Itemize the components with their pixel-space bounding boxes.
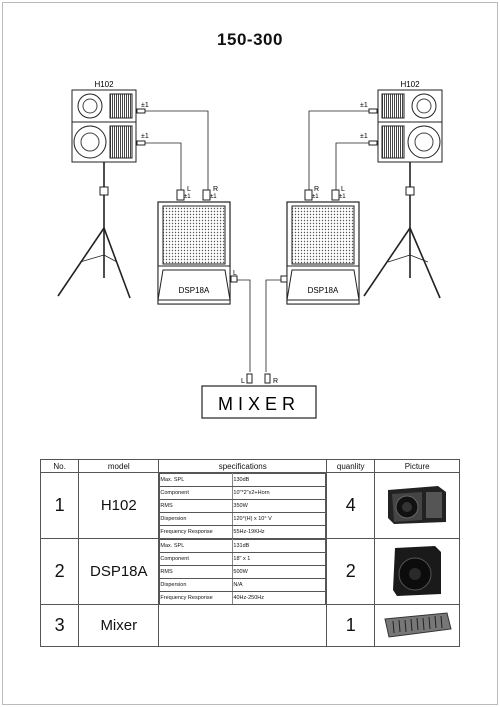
table-row: 3 Mixer 1	[39, 604, 460, 647]
right-bottom-ch-label: ±1	[360, 133, 368, 140]
left-tripod	[57, 162, 131, 299]
right-dsp-L-label: L	[341, 186, 345, 193]
row-no: 3	[39, 604, 80, 647]
row-qty: 1	[326, 604, 376, 647]
header-quantity: quanlity	[326, 459, 376, 473]
svg-text:±1: ±1	[210, 194, 217, 200]
left-h102-stack: H102	[71, 80, 137, 163]
left-dsp18a: L ±1 R ±1 DSP18A	[157, 186, 231, 305]
right-dsp-R-label: R	[314, 186, 319, 193]
row-model: Mixer	[78, 604, 160, 647]
left-dsp-L-label: L	[187, 186, 191, 193]
row-model: H102	[78, 472, 160, 539]
row-qty: 2	[326, 538, 376, 605]
mixer-box	[201, 385, 317, 419]
left-dsp-R-label: R	[213, 186, 218, 193]
wiring-diagram: H102 ±1 ±1 L ±1 R ±1 DSP18A L	[57, 80, 443, 419]
left-dsp-out-label: L	[233, 270, 237, 277]
svg-text:±1: ±1	[312, 194, 319, 200]
row-no: 1	[39, 472, 80, 539]
right-top-ch-label: ±1	[360, 102, 368, 109]
left-bottom-ch-label: ±1	[141, 133, 149, 140]
svg-text:±1: ±1	[184, 194, 191, 200]
header-specifications: specifications	[158, 459, 328, 473]
page-title: 150-300	[217, 30, 283, 49]
header-model: model	[78, 459, 160, 473]
row-model: DSP18A	[78, 538, 160, 605]
right-dsp18a: R ±1 L ±1 DSP18A	[286, 186, 360, 305]
row-no: 2	[39, 538, 80, 605]
dsp18a-picture	[374, 538, 460, 605]
row-qty: 4	[326, 472, 376, 539]
mixer-L-label: L	[241, 378, 245, 385]
header-no: No.	[39, 459, 80, 473]
h102-picture	[374, 472, 460, 539]
svg-text:±1: ±1	[339, 194, 346, 200]
right-tripod	[363, 162, 441, 299]
table-header-row: No. model specifications quanlity Pictur…	[39, 459, 460, 473]
mixer-picture	[374, 604, 460, 647]
row-specs	[158, 604, 328, 647]
left-top-ch-label: ±1	[141, 102, 149, 109]
equipment-table: No. model specifications quanlity Pictur…	[39, 459, 460, 647]
left-h102-label: H102	[94, 80, 114, 89]
mixer-label: MIXER	[218, 394, 300, 414]
mixer-R-label: R	[273, 378, 278, 385]
left-dsp-label: DSP18A	[179, 286, 210, 295]
right-h102-stack: H102	[377, 80, 443, 163]
right-h102-label: H102	[400, 80, 420, 89]
right-dsp-label: DSP18A	[308, 286, 339, 295]
header-picture: Picture	[374, 459, 460, 473]
